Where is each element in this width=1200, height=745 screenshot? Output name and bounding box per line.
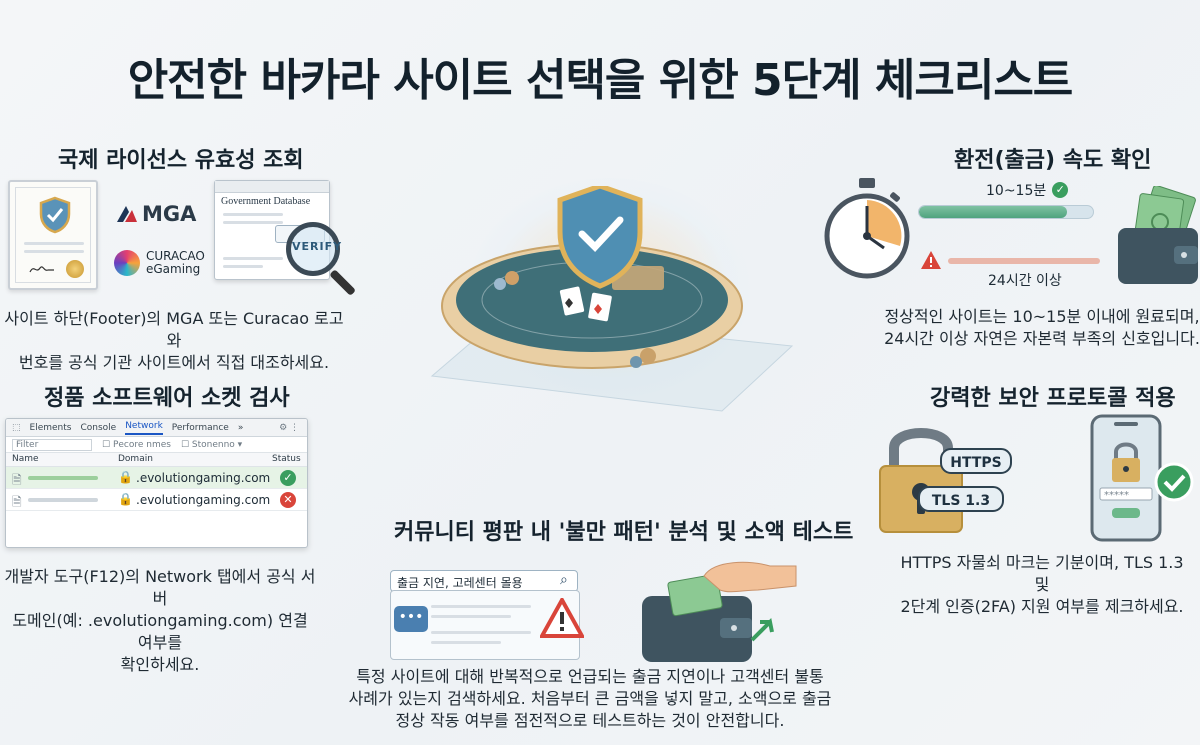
error-icon: ✕ bbox=[280, 492, 296, 508]
lock-icon: 🔒 bbox=[118, 492, 133, 506]
fast-label: 10~15분 bbox=[986, 183, 1047, 199]
check-icon: ✓ bbox=[1052, 182, 1069, 198]
tls-badge: TLS 1.3 bbox=[918, 486, 1004, 512]
withdraw-desc-line2: 24시간 이상 자연은 자본력 부족의 신호입니다. bbox=[884, 329, 1200, 348]
seal-icon bbox=[66, 260, 84, 278]
tab-network[interactable]: Network bbox=[125, 421, 163, 435]
fast-withdraw-row: 10~15분 ✓ bbox=[986, 180, 1069, 200]
network-table-header: Name Domain Status bbox=[6, 453, 307, 467]
search-icon[interactable]: ⌕ bbox=[560, 572, 568, 588]
security-desc-line2: 2단계 인증(2FA) 지원 여부를 제크하세요. bbox=[900, 597, 1184, 616]
license-description: 사이트 하단(Footer)의 MGA 또는 Curacao 로고와 번호를 공… bbox=[4, 308, 344, 374]
warning-icon bbox=[921, 251, 941, 269]
col-status: Status bbox=[272, 454, 301, 464]
license-desc-line2: 번호를 공식 기관 사이트에서 직접 대조하세요. bbox=[18, 353, 330, 372]
file-icon: 🗎 bbox=[12, 495, 22, 509]
svg-text:*****: ***** bbox=[1104, 490, 1129, 501]
mga-mark-icon bbox=[117, 206, 137, 222]
software-description: 개발자 도구(F12)의 Network 탭에서 공식 서버 도메인(예: .e… bbox=[4, 566, 316, 676]
software-desc-line1: 개발자 도구(F12)의 Network 탭에서 공식 서버 bbox=[4, 567, 316, 608]
withdraw-heading: 환전(출금) 속도 확인 bbox=[954, 148, 1152, 173]
domain-cell: .evolutiongaming.com bbox=[136, 493, 271, 507]
success-icon: ✓ bbox=[280, 470, 296, 486]
domain-cell: .evolutiongaming.com bbox=[136, 471, 271, 485]
community-desc-line3: 정상 작동 여부를 점전적으로 테스트하는 것이 안전합니다. bbox=[395, 711, 785, 730]
throttle-label: Stonenno bbox=[191, 439, 235, 450]
fast-progress-fill bbox=[919, 206, 1067, 218]
signature-icon bbox=[29, 266, 54, 273]
curacao-line1: CURACAO bbox=[146, 249, 205, 263]
curacao-line2: eGaming bbox=[146, 262, 201, 276]
software-desc-line3: 확인하세요. bbox=[120, 655, 200, 674]
shield-icon bbox=[39, 196, 71, 234]
tab-elements[interactable]: Elements bbox=[29, 422, 72, 433]
license-desc-line1: 사이트 하단(Footer)의 MGA 또는 Curacao 로고와 bbox=[4, 309, 344, 350]
devtools-panel: ⬚ Elements Console Network Performance »… bbox=[5, 418, 308, 548]
preserve-log-label: Рecore nmes bbox=[112, 439, 171, 450]
page-title: 안전한 바카라 사이트 선택을 위한 5단계 체크리스트 bbox=[127, 55, 1074, 106]
magnifier-icon bbox=[286, 222, 340, 276]
alert-icon bbox=[540, 598, 584, 638]
community-heading: 커뮤니티 평판 내 '불만 패턴' 분석 및 소액 테스트 bbox=[394, 520, 854, 545]
security-heading: 강력한 보안 프로토콜 적용 bbox=[930, 386, 1176, 411]
software-heading: 정품 소프트웨어 소켓 검사 bbox=[44, 386, 290, 411]
inspect-icon[interactable]: ⬚ bbox=[12, 422, 21, 433]
table-row[interactable]: 🗎 🔒 .evolutiongaming.com ✓ bbox=[6, 467, 307, 489]
community-desc-line2: 사례가 있는지 검색하세요. 처음부터 큰 금액을 넣지 말고, 소액으로 출금 bbox=[348, 689, 832, 708]
lock-icon: 🔒 bbox=[118, 470, 133, 484]
table-row[interactable]: 🗎 🔒 .evolutiongaming.com ✕ bbox=[6, 489, 307, 511]
slow-label: 24시간 이상 bbox=[988, 273, 1062, 289]
fast-progress-bar bbox=[918, 205, 1094, 219]
tab-console[interactable]: Console bbox=[80, 422, 117, 433]
throttle-select[interactable]: ☐ Stonenno ▾ bbox=[180, 439, 243, 450]
baccarat-table-illustration bbox=[430, 186, 794, 412]
magnifier-handle bbox=[329, 269, 357, 297]
search-input[interactable]: 출금 지연, 고레센터 몰용 bbox=[390, 570, 578, 592]
software-desc-line2: 도메인(예: .evolutiongaming.com) 연결 여부를 bbox=[12, 611, 308, 652]
security-desc-line1: HTTPS 자물쇠 마크는 기분이며, TLS 1.3 및 bbox=[900, 553, 1184, 594]
government-database-label: Government Database bbox=[221, 196, 311, 207]
community-description: 특정 사이트에 대해 반복적으로 언급되는 출금 지연이나 고객센터 불통 사례… bbox=[340, 666, 840, 732]
mga-label: MGA bbox=[142, 202, 197, 226]
tab-performance[interactable]: Performance bbox=[171, 422, 229, 433]
padlock-icon bbox=[879, 428, 963, 533]
curacao-logo: CURACAO eGaming bbox=[114, 250, 205, 276]
devtools-tabbar: ⬚ Elements Console Network Performance »… bbox=[6, 419, 307, 437]
file-icon: 🗎 bbox=[12, 473, 22, 487]
stopwatch-icon bbox=[824, 178, 910, 279]
devtools-filter-bar: Filter ☐ Рecore nmes ☐ Stonenno ▾ bbox=[6, 437, 307, 453]
preserve-log-checkbox[interactable]: ☐ Рecore nmes bbox=[102, 439, 171, 450]
col-name: Name bbox=[12, 454, 39, 464]
license-heading: 국제 라이선스 유효성 조회 bbox=[58, 148, 304, 173]
slow-progress-bar bbox=[948, 258, 1100, 264]
certificate-icon bbox=[8, 180, 98, 290]
verify-label: VERIFY bbox=[292, 240, 343, 253]
chat-bubble-icon: ••• bbox=[394, 606, 428, 632]
wallet-money-icon bbox=[1118, 186, 1198, 284]
tab-more[interactable]: » bbox=[237, 422, 244, 433]
gear-icon[interactable]: ⚙ ⋮ bbox=[279, 422, 299, 433]
curacao-mark-icon bbox=[114, 250, 140, 276]
mga-logo: MGA bbox=[116, 202, 196, 226]
security-description: HTTPS 자물쇠 마크는 기분이며, TLS 1.3 및 2단계 인증(2FA… bbox=[892, 552, 1192, 618]
community-desc-line1: 특정 사이트에 대해 반복적으로 언급되는 출금 지연이나 고객센터 불통 bbox=[356, 667, 824, 686]
withdraw-description: 정상적인 사이트는 10~15분 이내에 원료되며, 24시간 이상 자연은 자… bbox=[884, 306, 1200, 350]
filter-input[interactable]: Filter bbox=[12, 438, 92, 451]
withdraw-desc-line1: 정상적인 사이트는 10~15분 이내에 원료되며, bbox=[884, 307, 1200, 326]
small-deposit-wallet-icon bbox=[642, 561, 797, 662]
phone-2fa-icon: ***** bbox=[1090, 414, 1194, 542]
col-domain: Domain bbox=[118, 454, 153, 464]
https-badge: HTTPS bbox=[940, 448, 1012, 474]
